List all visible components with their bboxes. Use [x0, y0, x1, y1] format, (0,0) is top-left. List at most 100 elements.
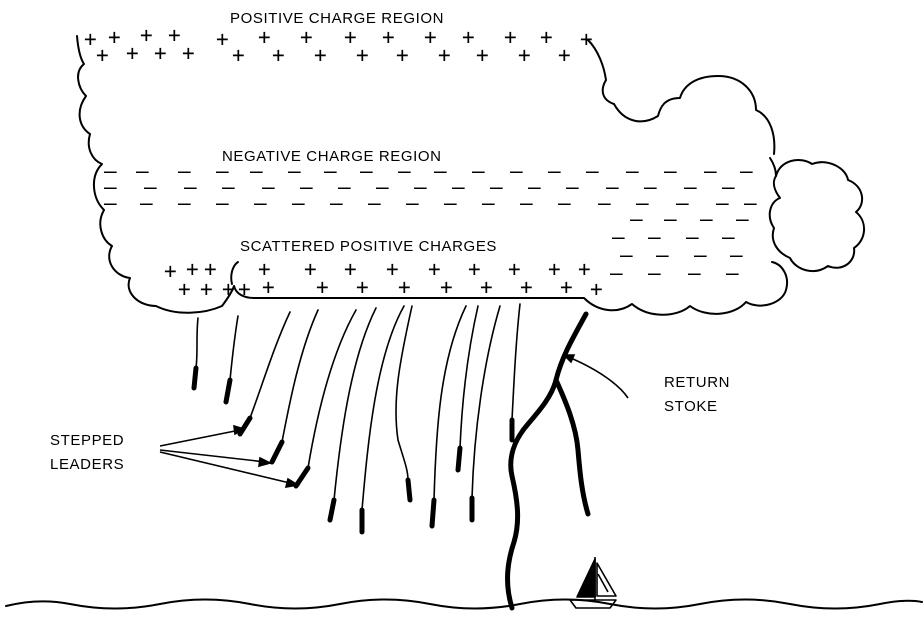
stepped-leader-channel [230, 316, 238, 380]
positive-charge: + [96, 43, 109, 67]
positive-charge: + [154, 41, 167, 65]
stepped-leader-channel [308, 310, 356, 468]
negative-charge: – [586, 159, 599, 183]
positive-charge: + [232, 43, 245, 67]
positive-charge: + [238, 277, 251, 301]
positive-charge: + [476, 43, 489, 67]
positive-charge: + [462, 25, 475, 49]
stepped-leader-tip [408, 480, 410, 500]
positive-charge: + [440, 275, 453, 299]
positive-charge: + [84, 27, 97, 51]
positive-charge: + [480, 275, 493, 299]
positive-charge: + [300, 25, 313, 49]
positive-charge: + [396, 43, 409, 67]
negative-charge: – [704, 159, 717, 183]
negative-charge: – [558, 191, 571, 215]
positive-charge: + [540, 25, 553, 49]
stepped-leader-channel [472, 306, 500, 498]
stepped-leader-channel [512, 304, 520, 420]
stepped-leader-tip [458, 448, 460, 470]
positive-charge-region-label: POSITIVE CHARGE REGION [230, 10, 444, 28]
positive-charge: + [386, 257, 399, 281]
stepped-leader-channel [362, 306, 404, 510]
return-stroke-main [508, 314, 586, 608]
negative-charge: – [510, 159, 523, 183]
positive-charge: + [518, 43, 531, 67]
return-stroke-branch [556, 380, 588, 514]
negative-charge: – [482, 191, 495, 215]
positive-charge: + [508, 257, 521, 281]
positive-charge: + [558, 43, 571, 67]
return-stroke [508, 314, 588, 608]
return-stroke-pointer [566, 356, 628, 398]
stepped-leader-channel [196, 318, 198, 368]
positive-charge: + [438, 43, 451, 67]
stepped-leaders-label-line1: STEPPED [50, 432, 124, 450]
positive-charge: + [428, 257, 441, 281]
cloud-right-edge [770, 158, 776, 176]
return-stroke-label-line2: STOKE [664, 398, 718, 416]
positive-charge: + [108, 25, 121, 49]
positive-charge-group-bottom: +++++++++++++++++++++++++ [164, 257, 603, 301]
positive-charge: + [182, 41, 195, 65]
negative-charge: – [676, 191, 689, 215]
positive-charge: + [520, 275, 533, 299]
stepped-leader-tip [194, 368, 196, 388]
cloud-right-lobes [770, 160, 864, 271]
stepped-leader-channel [282, 310, 318, 442]
positive-charge: + [356, 275, 369, 299]
positive-charge: + [258, 25, 271, 49]
stepped-leader-tip [240, 418, 250, 434]
stepped-leader-channel [334, 308, 376, 500]
negative-charge: – [216, 191, 229, 215]
negative-charge: – [472, 159, 485, 183]
stepped-leader-channel [396, 306, 412, 480]
positive-charge: + [272, 43, 285, 67]
scattered-positive-charges-label: SCATTERED POSITIVE CHARGES [240, 238, 497, 256]
positive-charge: + [548, 257, 561, 281]
sailboat-jib [597, 563, 616, 596]
stepped-leader-channel [434, 306, 466, 500]
negative-charge: – [726, 261, 739, 285]
negative-charge: – [716, 191, 729, 215]
negative-charge: – [548, 159, 561, 183]
positive-charge: + [316, 275, 329, 299]
stepped-leader-tip [296, 468, 308, 486]
stepped-leader-tip [272, 442, 282, 462]
stepped-leaders-label-line2: LEADERS [50, 456, 124, 474]
positive-charge: + [200, 277, 213, 301]
negative-charge: – [598, 191, 611, 215]
positive-charge: + [578, 257, 591, 281]
negative-charge: – [610, 261, 623, 285]
stepped-leader-tip [330, 500, 334, 520]
cloud-top-right [588, 40, 774, 154]
positive-charge: + [164, 259, 177, 283]
positive-charge: + [504, 25, 517, 49]
negative-charge: – [368, 191, 381, 215]
positive-charge: + [468, 257, 481, 281]
positive-charge: + [356, 43, 369, 67]
leader-pointer-1 [160, 430, 240, 446]
negative-charge: – [104, 191, 117, 215]
ground-line [6, 600, 922, 609]
negative-charge: – [626, 159, 639, 183]
stepped-leader-tip [226, 380, 230, 402]
positive-charge: + [222, 277, 235, 301]
negative-charge: – [736, 207, 749, 231]
positive-charge: + [178, 277, 191, 301]
negative-charge: – [688, 261, 701, 285]
negative-charge: – [664, 207, 677, 231]
stepped-leaders [194, 304, 520, 532]
positive-charge: + [344, 25, 357, 49]
negative-charge: – [406, 191, 419, 215]
return-stroke-label-line1: RETURN [664, 374, 730, 392]
negative-charge: – [664, 159, 677, 183]
positive-charge: + [590, 277, 603, 301]
stepped-leader-channel [250, 312, 290, 418]
negative-charge: – [648, 261, 661, 285]
positive-charge: + [304, 257, 317, 281]
positive-charge: + [126, 41, 139, 65]
positive-charge: + [314, 43, 327, 67]
